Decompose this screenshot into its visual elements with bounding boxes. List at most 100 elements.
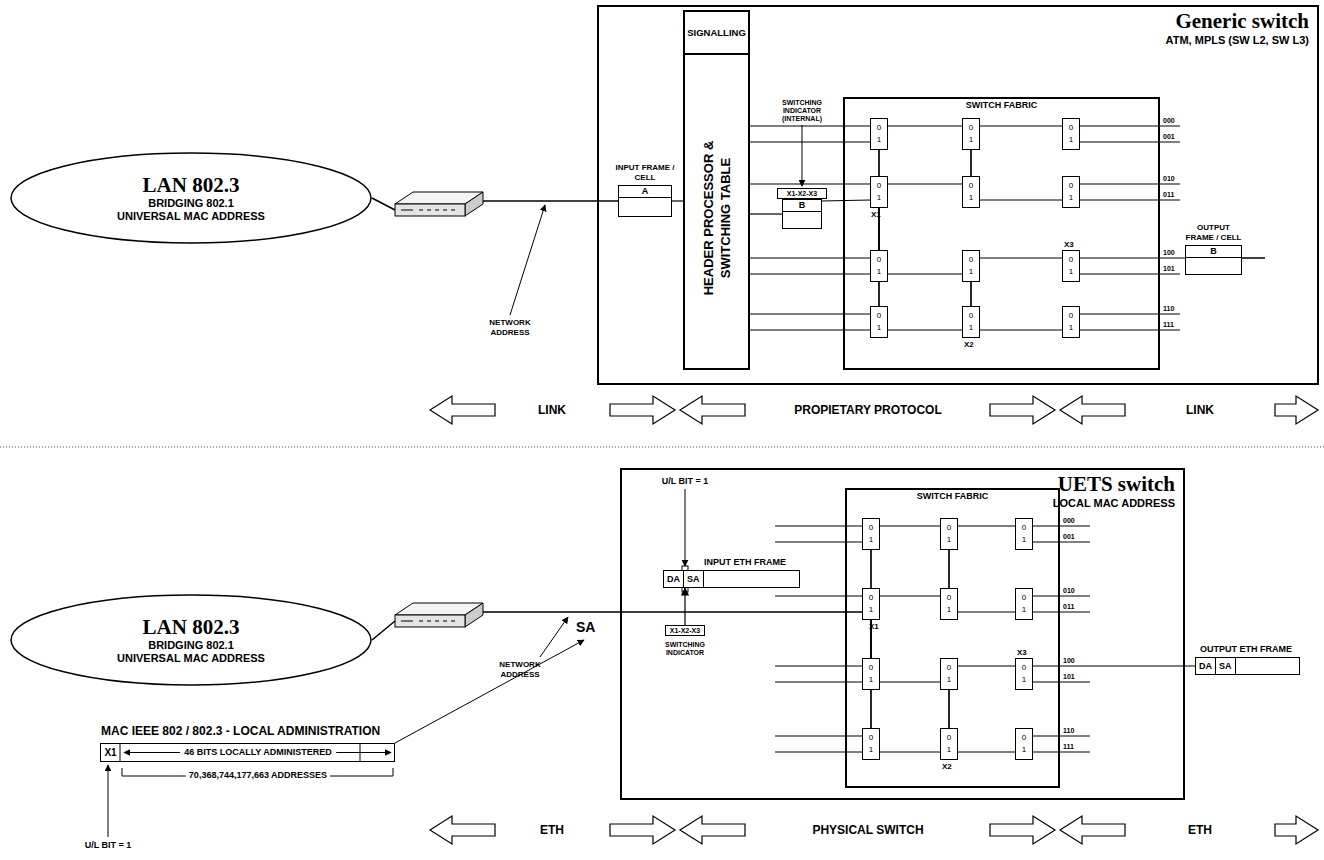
leader-arrow — [510, 205, 545, 315]
connector-line — [750, 183, 870, 184]
diagram-label: 011 — [1163, 191, 1174, 198]
frame-field: A — [619, 186, 671, 198]
port-wire — [1080, 313, 1180, 314]
port-wire — [1080, 183, 1180, 184]
frame-heading: OUTPUT ETH FRAME — [1200, 644, 1292, 655]
port-numbers: 0 1 — [1068, 310, 1074, 334]
diagram-label: 100 — [1163, 249, 1175, 256]
switch-element: 0 1 — [1062, 176, 1080, 208]
switch-element: 0 1 — [962, 118, 980, 150]
mac-body-text: 46 BITS LOCALLY ADMINISTERED — [180, 744, 336, 761]
direction-arrow — [430, 816, 495, 844]
frame-field: DA — [664, 571, 684, 587]
connector-line — [1080, 257, 1185, 258]
switch-element: 0 1 — [940, 658, 958, 690]
lan-title: LAN 802.3 — [143, 615, 240, 639]
switch-element: 0 1 — [862, 728, 880, 760]
port-numbers: 0 1 — [968, 310, 974, 334]
port-wire — [775, 751, 862, 752]
diagram-label: 000 — [1063, 517, 1075, 524]
indicator-box: X1-X2-X3 — [777, 188, 827, 199]
port-wire — [775, 665, 862, 666]
port-wire — [775, 541, 862, 542]
port-numbers: 0 1 — [946, 732, 952, 756]
diagram-label: 000 — [1163, 117, 1175, 124]
switch-element: 0 1 — [1062, 250, 1080, 282]
switch-element: 0 1 — [1015, 728, 1033, 760]
direction-arrow — [430, 396, 495, 424]
switch-title: UETS switch — [1058, 472, 1175, 496]
fabric-title: SWITCH FABRIC — [845, 100, 1158, 111]
switch-element: 0 1 — [870, 250, 888, 282]
switch-element: 0 1 — [870, 118, 888, 150]
header-processor: SIGNALLINGHEADER PROCESSOR & SWITCHING T… — [683, 10, 750, 370]
port-wire — [1033, 681, 1090, 682]
lan-subtitle: BRIDGING 802.1 UNIVERSAL MAC ADDRESS — [115, 639, 267, 665]
port-wire — [1033, 611, 1090, 612]
port-numbers: 0 1 — [1021, 662, 1027, 686]
diagram-label: 010 — [1063, 587, 1075, 594]
mac-heading: MAC IEEE 802 / 802.3 - LOCAL ADMINISTRAT… — [101, 724, 380, 738]
connector-line — [880, 595, 940, 596]
diagram-label: 010 — [1163, 175, 1175, 182]
port-numbers: 0 1 — [868, 592, 874, 616]
diagram-label: PHYSICAL SWITCH — [812, 823, 923, 837]
port-wire — [1033, 525, 1090, 526]
port-numbers: 0 1 — [876, 310, 882, 334]
port-numbers: 0 1 — [1021, 732, 1027, 756]
port-numbers: 0 1 — [876, 254, 882, 278]
port-numbers: 0 1 — [1021, 522, 1027, 546]
diagram-label: NETWORK ADDRESS — [480, 318, 540, 338]
connector-line — [980, 199, 1062, 200]
switch-element: 0 1 — [1015, 588, 1033, 620]
connector-line — [958, 751, 1015, 752]
port-wire — [1033, 751, 1090, 752]
direction-arrow — [1275, 396, 1318, 424]
diagram-label: U/L BIT = 1 — [662, 476, 709, 487]
diagram-label: PROPIETARY PROTOCOL — [794, 403, 942, 417]
diagram-label: X1 — [869, 622, 879, 632]
connector-line — [880, 751, 940, 752]
lan-link — [372, 198, 395, 210]
port-wire — [775, 525, 862, 526]
separator-line — [0, 447, 1324, 448]
port-wire — [775, 595, 862, 596]
diagram-label: 70,368,744,177,663 ADDRESSES — [186, 770, 330, 781]
connector-line — [970, 282, 971, 306]
frame-field: DA — [1196, 658, 1216, 674]
port-numbers: 0 1 — [968, 254, 974, 278]
ellipse-shape — [11, 595, 371, 685]
indicator-box: X1-X2-X3 — [665, 625, 705, 636]
port-numbers: 0 1 — [946, 662, 952, 686]
diagram-label: LINK — [1186, 403, 1214, 417]
port-numbers: 0 1 — [1068, 180, 1074, 204]
switch-element: 0 1 — [940, 518, 958, 550]
connector-line — [1033, 665, 1195, 666]
diagram-label: 111 — [1163, 321, 1174, 328]
connector-line — [888, 273, 962, 274]
switch-fabric: SWITCH FABRIC0 10 10 10 10 10 10 10 10 1… — [845, 488, 1060, 788]
direction-arrow — [680, 396, 745, 424]
port-numbers: 0 1 — [868, 732, 874, 756]
connector-line — [980, 125, 1062, 126]
connector-line — [750, 329, 870, 330]
port-numbers: 0 1 — [868, 522, 874, 546]
switch-element: 0 1 — [862, 588, 880, 620]
diagram-label: 100 — [1063, 657, 1075, 664]
frame-box: B — [782, 199, 822, 229]
ellipse-shape — [11, 153, 371, 243]
switch-element: 0 1 — [962, 250, 980, 282]
switch-element: 0 1 — [1062, 306, 1080, 338]
connector-line — [880, 525, 940, 526]
connector-line — [948, 690, 949, 728]
diagram-label: X1 — [871, 210, 881, 220]
switch-element: 0 1 — [1062, 118, 1080, 150]
connector-line — [750, 313, 870, 314]
diagram-label: X2 — [964, 340, 974, 350]
diagram-label: SA — [576, 619, 595, 636]
switch-element: 0 1 — [870, 306, 888, 338]
direction-arrow — [1060, 816, 1125, 844]
port-numbers: 0 1 — [946, 522, 952, 546]
port-wire — [1033, 735, 1090, 736]
